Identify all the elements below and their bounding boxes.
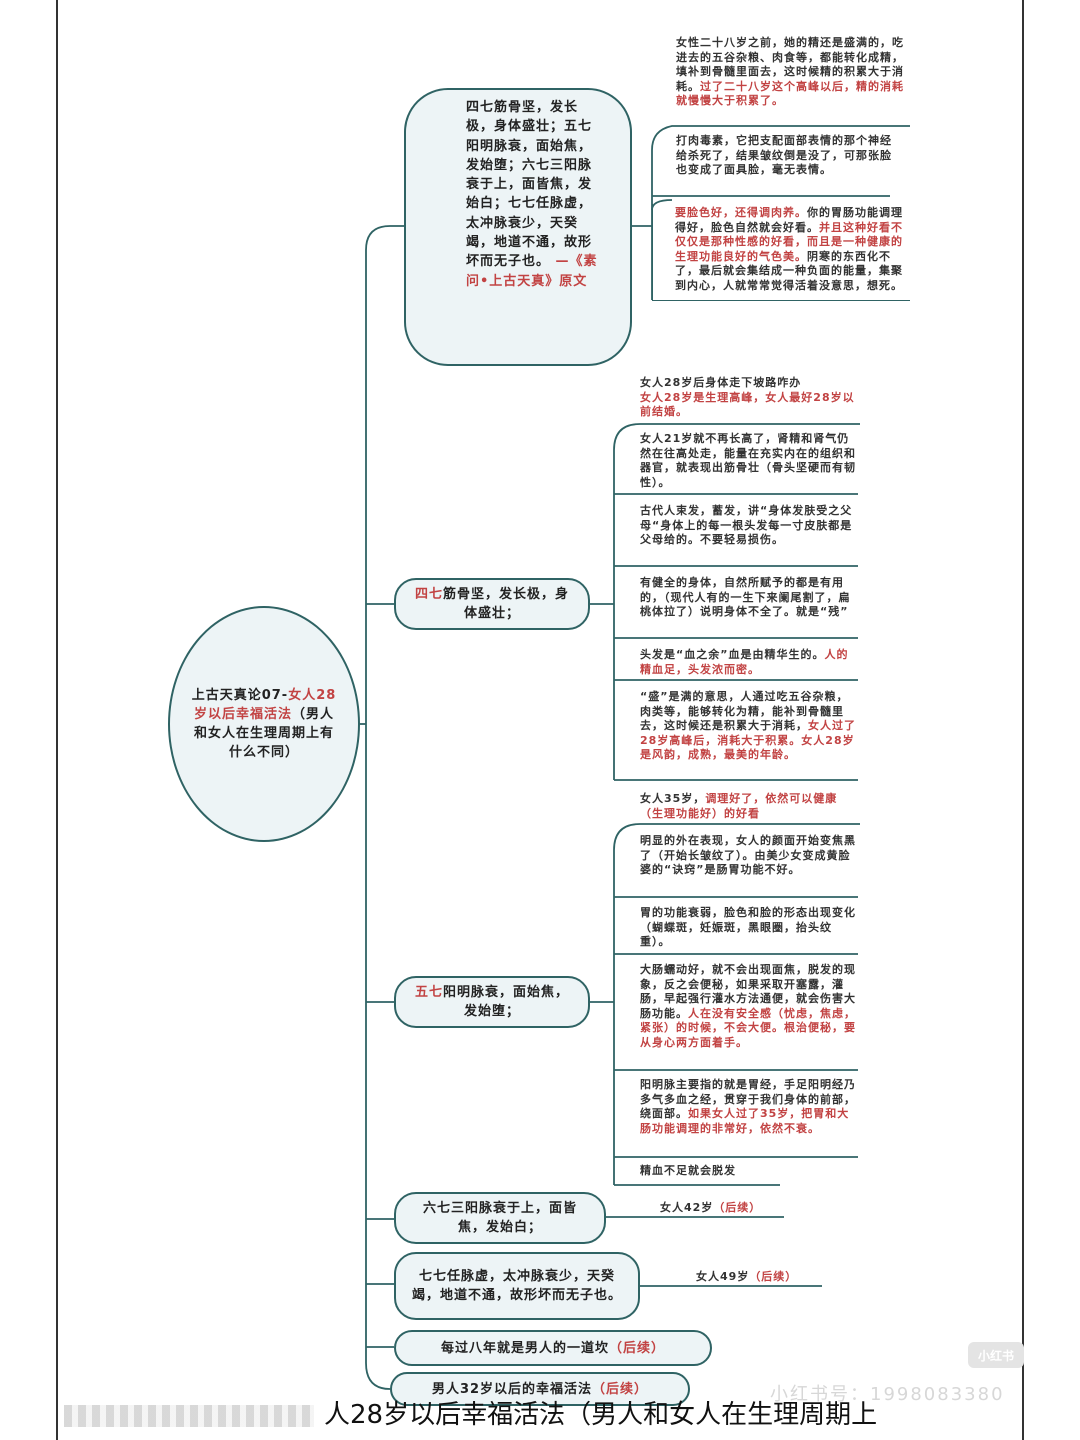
- branch-five-node: 五七阳明脉衰，面始焦，发始堕；: [394, 976, 590, 1028]
- branch-four-sheng-text: “盛”是满的意思，人通过吃五谷杂粮，肉类等，能够转化为精，能补到骨髓里去，这时候…: [640, 690, 849, 733]
- branch-five-note-1: 明显的外在表现，女人的颜面开始变焦黑了（开始长皱纹了）。由美少女变成黄脸婆的“诀…: [640, 834, 858, 878]
- watermark-logo: 小红书: [968, 1342, 1024, 1368]
- root-suffix: （男人和女人在生理周期上有什么不同）: [193, 707, 335, 760]
- branch-five-gut-red: 人在没有安全感（忧虑，焦虑，紧张）的时候，不会大便。根治便秘，要从身心两方面着手…: [640, 1006, 856, 1049]
- classic-note-1: 女性二十八岁之前，她的精还是盛满的，吃进去的五谷杂粮、肉食等，都能转化成精，填补…: [676, 36, 908, 109]
- trunk-top: [365, 225, 404, 251]
- branch-five-note-5: 精血不足就会脱发: [640, 1164, 840, 1179]
- branch-four-hair-red: 人的精血足，头发浓而密。: [640, 648, 849, 676]
- classic-note-3-red: 要脸色好，还得调肉养。: [675, 206, 807, 219]
- page-frame: [56, 0, 1024, 1440]
- branch-five-num: 五七: [414, 985, 443, 1000]
- branch-five-header-b: 调理好了，依然可以健康（生理功能好）的好看: [640, 792, 838, 820]
- branch-six-node: 六七三阳脉衰于上，面皆焦，发始白；: [394, 1192, 606, 1244]
- branch-eight-red: （后续）: [609, 1340, 666, 1356]
- classic-note-3-text2: 阴寒的东西化不了，最后就会集结成一种负面的能量，集聚到内心，人就常常觉得活着没意…: [675, 249, 903, 292]
- classic-note-2: 打肉毒素，它把支配面部表情的那个神经给杀死了，结果皱纹倒是没了，可那张脸也变成了…: [676, 134, 900, 178]
- caption-text: 人28岁以后幸福活法（男人和女人在生理周期上: [324, 1400, 878, 1430]
- branch-four-hair-text: 头发是“血之余”血是由精华生的。: [640, 648, 825, 661]
- branch-eight-text: 每过八年就是男人的一道坎: [440, 1340, 609, 1356]
- branch-six-tail-text: 女人42岁: [660, 1201, 714, 1214]
- branch-four-num: 四七: [414, 587, 443, 602]
- branch-five-gut-text: 大肠蠕动好，就不会出现面焦，脱发的现象，反之会便秘，如果采取开塞露，灌肠，早起强…: [640, 963, 856, 1020]
- branch-four-sheng-red: 女人过了28岁高峰后，消耗大于积累。女人28岁是风韵，成熟，最美的年龄。: [640, 719, 856, 762]
- branch-seven-tail-text: 女人49岁: [696, 1270, 750, 1283]
- branch-five-note-2-text: 胃的功能衰弱，脸色和脸的形态出现变化（蝴蝶斑，妊娠斑，黑眼圈，抬头纹重）。: [640, 906, 856, 949]
- caption-bar: 人28岁以后幸福活法（男人和女人在生理周期上: [64, 1398, 1074, 1440]
- branch-five-note-4: 阳明脉主要指的就是胃经，手足阳明经乃多气多血之经，贯穿于我们身体的前部，绕面部。…: [640, 1078, 858, 1136]
- classic-note-1-text: 女性二十八岁之前，她的精还是盛满的，吃进去的五谷杂粮、肉食等，都能转化成精，填补…: [676, 36, 904, 93]
- root-highlight: 女人28岁以后幸福活法: [193, 688, 337, 722]
- classic-body: 四七筋骨坚，发长极，身体盛壮；五七阳明脉衰，面始焦，发始堕；六七三阳脉衰于上，面…: [466, 100, 593, 270]
- branch-seven-node: 七七任脉虚，太冲脉衰少，天癸竭，地道不通，故形坏而无子也。: [394, 1252, 640, 1320]
- branch-five-note-2: 胃的功能衰弱，脸色和脸的形态出现变化（蝴蝶斑，妊娠斑，黑眼圈，抬头纹重）。: [640, 906, 858, 950]
- branch-four-note-3-text: 有健全的身体，自然所赋予的都是有用的，（现代人有的一生下来阑尾割了，扁桃体拉了）…: [640, 576, 851, 619]
- caption-blurred-prefix: [64, 1404, 314, 1427]
- branch-five-last: 精血不足就会脱发: [640, 1164, 736, 1177]
- branch-four-node: 四七筋骨坚，发长极，身体盛壮；: [394, 578, 590, 630]
- classic-note-3-text: 你的胃肠功能调理得好，脸色自然就会好看。: [675, 206, 903, 234]
- branch-five-header: 女人35岁，调理好了，依然可以健康（生理功能好）的好看: [640, 792, 860, 821]
- branch-seven-text: 七七任脉虚，太冲脉衰少，天癸竭，地道不通，故形坏而无子也。: [411, 1269, 622, 1303]
- classic-text-node: 四七筋骨坚，发长极，身体盛壮；五七阳明脉衰，面始焦，发始堕；六七三阳脉衰于上，面…: [404, 88, 632, 366]
- branch-eight-node: 每过八年就是男人的一道坎（后续）: [394, 1330, 712, 1366]
- branch-five-text: 阳明脉衰，面始焦，发始堕；: [443, 985, 570, 1019]
- branch-men-red: （后续）: [592, 1381, 649, 1397]
- branch-four-note-1: 女人21岁就不再长高了，肾精和肾气仍然在往高处走，能量在充实内在的组织和器官，就…: [640, 432, 858, 490]
- branch-four-note-5: “盛”是满的意思，人通过吃五谷杂粮，肉类等，能够转化为精，能补到骨髓里去，这时候…: [640, 690, 858, 763]
- branch-five-yangming-red: 如果女人过了35岁，把胃和大肠功能调理的非常好，依然不衰。: [640, 1107, 850, 1135]
- watermark-text: 小红书号：1998083380: [770, 1384, 1005, 1405]
- root-prefix: 上古天真论07-: [191, 688, 289, 703]
- branch-five-header-a: 女人35岁，: [640, 792, 706, 805]
- branch-seven-tail: 女人49岁（后续）: [696, 1268, 797, 1284]
- classic-note-1-red: 过了二十八岁这个高峰以后，精的消耗就慢慢大于积累了。: [676, 79, 904, 108]
- classic-note-3: 要脸色好，还得调肉养。你的胃肠功能调理得好，脸色自然就会好看。并且这种好看不仅仅…: [652, 204, 910, 301]
- branch-four-note-2: 古代人束发，蓄发，讲“身体发肤受之父母“身体上的每一根头发每一寸皮肤都是父母给的…: [640, 504, 858, 548]
- branch-four-header: 女人28岁后身体走下坡路咋办 女人28岁是生理高峰，女人最好28岁以前结婚。: [640, 376, 860, 420]
- branch-six-tail: 女人42岁（后续）: [660, 1199, 761, 1215]
- branch-seven-tail-red: （后续）: [749, 1270, 798, 1283]
- branch-four-header-a: 女人28岁后身体走下坡路咋办: [640, 376, 802, 389]
- branch-four-text: 筋骨坚，发长极，身体盛壮；: [443, 587, 570, 621]
- branch-men-text: 男人32岁以后的幸福活法: [431, 1381, 593, 1397]
- classic-note-2-text: 打肉毒素，它把支配面部表情的那个神经给杀死了，结果皱纹倒是没了，可那张脸也变成了…: [676, 134, 892, 177]
- classic-source: —《素问•上古天真》原文: [466, 254, 598, 289]
- branch-five-note-1-text: 明显的外在表现，女人的颜面开始变焦黑了（开始长皱纹了）。由美少女变成黄脸婆的“诀…: [640, 834, 856, 877]
- branch-five-yangming-text: 阳明脉主要指的就是胃经，手足阳明经乃多气多血之经，贯穿于我们身体的前部，绕面部。: [640, 1078, 856, 1121]
- branch-four-note-4: 头发是“血之余”血是由精华生的。人的精血足，头发浓而密。: [640, 648, 858, 677]
- classic-note-3-red2: 并且这种好看不仅仅是那种性感的好看，而且是一种健康的生理功能良好的气色美。: [675, 220, 903, 263]
- branch-four-header-b: 女人28岁是生理高峰，女人最好28岁以前结婚。: [640, 390, 855, 419]
- branch-four-note-2-text: 古代人束发，蓄发，讲“身体发肤受之父母“身体上的每一根头发每一寸皮肤都是父母给的…: [640, 504, 853, 547]
- branch-four-note-3: 有健全的身体，自然所赋予的都是有用的，（现代人有的一生下来阑尾割了，扁桃体拉了）…: [640, 576, 858, 620]
- branch-men-node: 男人32岁以后的幸福活法（后续）: [390, 1372, 690, 1406]
- branch-four-note-1-text: 女人21岁就不再长高了，肾精和肾气仍然在往高处走，能量在充实内在的组织和器官，就…: [640, 432, 856, 489]
- root-node: 上古天真论07-女人28岁以后幸福活法（男人和女人在生理周期上有什么不同）: [168, 606, 360, 842]
- branch-six-tail-red: （后续）: [713, 1201, 762, 1214]
- branch-six-text: 六七三阳脉衰于上，面皆焦，发始白；: [422, 1201, 577, 1235]
- trunk-line: [365, 250, 391, 1390]
- branch-five-note-3: 大肠蠕动好，就不会出现面焦，脱发的现象，反之会便秘，如果采取开塞露，灌肠，早起强…: [640, 963, 858, 1051]
